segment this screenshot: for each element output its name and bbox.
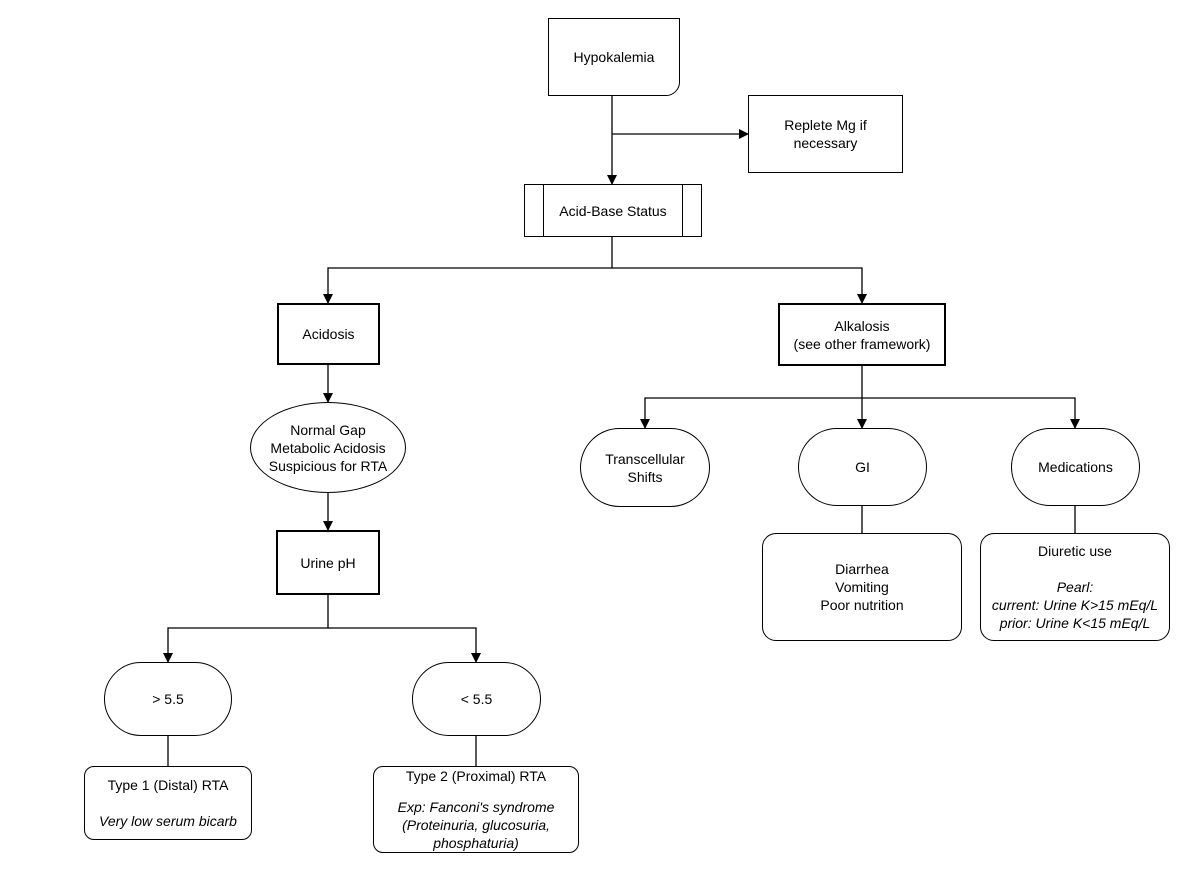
alkalosis-line-1: Alkalosis	[834, 317, 890, 334]
pearl-label: Pearl:	[1056, 579, 1094, 595]
acid-base-label: Acid-Base Status	[559, 202, 667, 219]
transcellular-line-1: Transcellular	[605, 450, 685, 467]
urine-ph-label: Urine pH	[300, 554, 356, 571]
type2-title: Type 2 (Proximal) RTA	[405, 768, 547, 784]
replete-mg-line-1: Replete Mg if	[784, 117, 867, 133]
process-bar-right	[682, 185, 683, 236]
gi-label: GI	[855, 459, 870, 475]
gi-cause-diarrhea: Diarrhea	[835, 561, 889, 577]
edge-urineph-lt55	[328, 627, 481, 663]
node-normal-gap: Normal Gap Metabolic Acidosis Suspicious…	[250, 402, 406, 493]
normal-gap-line-2: Metabolic Acidosis	[270, 439, 386, 456]
node-acid-base-status: Acid-Base Status	[524, 184, 702, 237]
node-lt-5-5: < 5.5	[412, 662, 541, 736]
pearl-prior: prior: Urine K<15 mEq/L	[999, 615, 1151, 631]
node-hypokalemia: Hypokalemia	[548, 18, 680, 96]
node-type1-rta: Type 1 (Distal) RTA Very low serum bicar…	[84, 766, 252, 840]
edge-acidbase-alkalosis	[612, 267, 867, 304]
edge-alkalosis-meds	[862, 397, 1080, 429]
node-acidosis: Acidosis	[277, 303, 380, 365]
gi-cause-vomiting: Vomiting	[835, 579, 889, 595]
replete-mg-line-2: necessary	[793, 135, 858, 151]
type2-note-line-3: phosphaturia)	[433, 835, 519, 851]
node-type2-rta: Type 2 (Proximal) RTA Exp: Fanconi's syn…	[373, 766, 579, 853]
normal-gap-line-1: Normal Gap	[290, 421, 366, 438]
gi-cause-poor-nutrition: Poor nutrition	[820, 597, 904, 613]
acidosis-label: Acidosis	[302, 326, 355, 342]
gt-5-5-label: > 5.5	[152, 691, 184, 707]
edge-urineph-split	[163, 595, 329, 663]
node-medications: Medications	[1011, 428, 1140, 506]
medications-label: Medications	[1038, 459, 1113, 475]
transcellular-line-2: Shifts	[627, 468, 663, 485]
node-urine-ph: Urine pH	[276, 530, 380, 595]
lt-5-5-label: < 5.5	[460, 691, 493, 707]
node-gi-causes: Diarrhea Vomiting Poor nutrition	[762, 533, 962, 641]
node-gi: GI	[798, 428, 927, 506]
node-diuretic-use: Diuretic use Pearl: current: Urine K>15 …	[980, 533, 1170, 641]
process-bar-left	[543, 185, 544, 236]
hypokalemia-label: Hypokalemia	[573, 49, 655, 65]
pearl-current: current: Urine K>15 mEq/L	[991, 597, 1159, 613]
node-gt-5-5: > 5.5	[104, 662, 232, 736]
type2-note-line-2: (Proteinuria, glucosuria,	[402, 817, 550, 833]
alkalosis-line-2: (see other framework)	[793, 335, 931, 352]
edge-alkalosis-split	[640, 366, 863, 429]
normal-gap-line-3: Suspicious for RTA	[268, 457, 388, 474]
type1-title: Type 1 (Distal) RTA	[107, 777, 229, 793]
node-transcellular-shifts: Transcellular Shifts	[580, 428, 710, 507]
diuretic-title: Diuretic use	[1038, 543, 1112, 559]
type2-note-line-1: Exp: Fanconi's syndrome	[397, 799, 555, 815]
type1-note: Very low serum bicarb	[99, 813, 237, 829]
node-alkalosis: Alkalosis (see other framework)	[778, 303, 946, 366]
node-replete-mg: Replete Mg if necessary	[748, 95, 903, 173]
edge-acidbase-split	[323, 237, 613, 304]
